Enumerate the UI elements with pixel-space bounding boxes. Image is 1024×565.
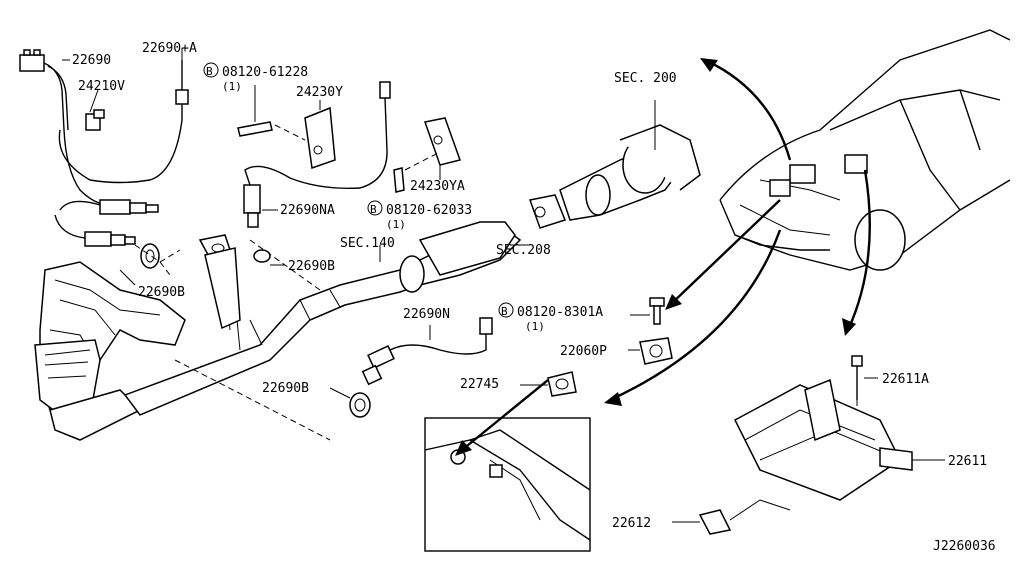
label-22611a: 22611A (882, 372, 929, 387)
label-22690: 22690 (72, 53, 111, 68)
qty-08120-8301a: (1) (525, 320, 545, 333)
label-24210v: 24210V (78, 79, 125, 94)
label-24230ya: 24230YA (410, 179, 465, 194)
label-22690b-left: 22690B (138, 285, 185, 300)
label-08120-61228: 08120-61228 (222, 65, 308, 80)
label-22745: 22745 (460, 377, 499, 392)
bolt-symbol-1: B (203, 62, 219, 78)
front-exhaust-pipe (123, 221, 522, 441)
sensor-harness-left (19, 49, 189, 276)
label-22690b-top: 22690B (288, 259, 335, 274)
reference-arrows (455, 58, 871, 456)
label-24230y: 24230Y (296, 85, 343, 100)
knock-sensor (639, 297, 673, 365)
ecm-module (698, 355, 913, 535)
label-sec-140: SEC.140 (340, 236, 395, 251)
label-sec-208: SEC.208 (496, 243, 551, 258)
callout-labels: 22690 22690+A 24210V B 08120-61228 (1) 2… (72, 41, 996, 554)
rear-sensor-lower (349, 317, 493, 418)
label-08120-62033: 08120-62033 (386, 203, 472, 218)
bolt-symbol-2: B (367, 200, 383, 216)
label-sec-200: SEC. 200 (614, 71, 677, 86)
leader-lines (62, 48, 945, 523)
detail-inset (424, 371, 591, 552)
diagram-id: J2260036 (933, 539, 996, 554)
svg-text:B: B (370, 203, 377, 216)
label-22690na: 22690NA (280, 203, 335, 218)
label-22060p: 22060P (560, 344, 607, 359)
muffler-section (529, 124, 701, 229)
svg-text:B: B (501, 305, 508, 318)
qty-08120-62033: (1) (386, 218, 406, 231)
label-22611: 22611 (948, 454, 987, 469)
label-08120-8301a: 08120-8301A (517, 305, 603, 320)
rear-sensor-upper (237, 81, 461, 263)
svg-text:B: B (206, 65, 213, 78)
vehicle-outline (719, 29, 1011, 271)
exhaust-manifold (34, 234, 231, 441)
bolt-symbol-3: B (498, 302, 514, 318)
label-22690-a: 22690+A (142, 41, 197, 56)
qty-08120-61228: (1) (222, 80, 242, 93)
label-22690n: 22690N (403, 307, 450, 322)
label-22690b-lower: 22690B (262, 381, 309, 396)
label-22612: 22612 (612, 516, 651, 531)
